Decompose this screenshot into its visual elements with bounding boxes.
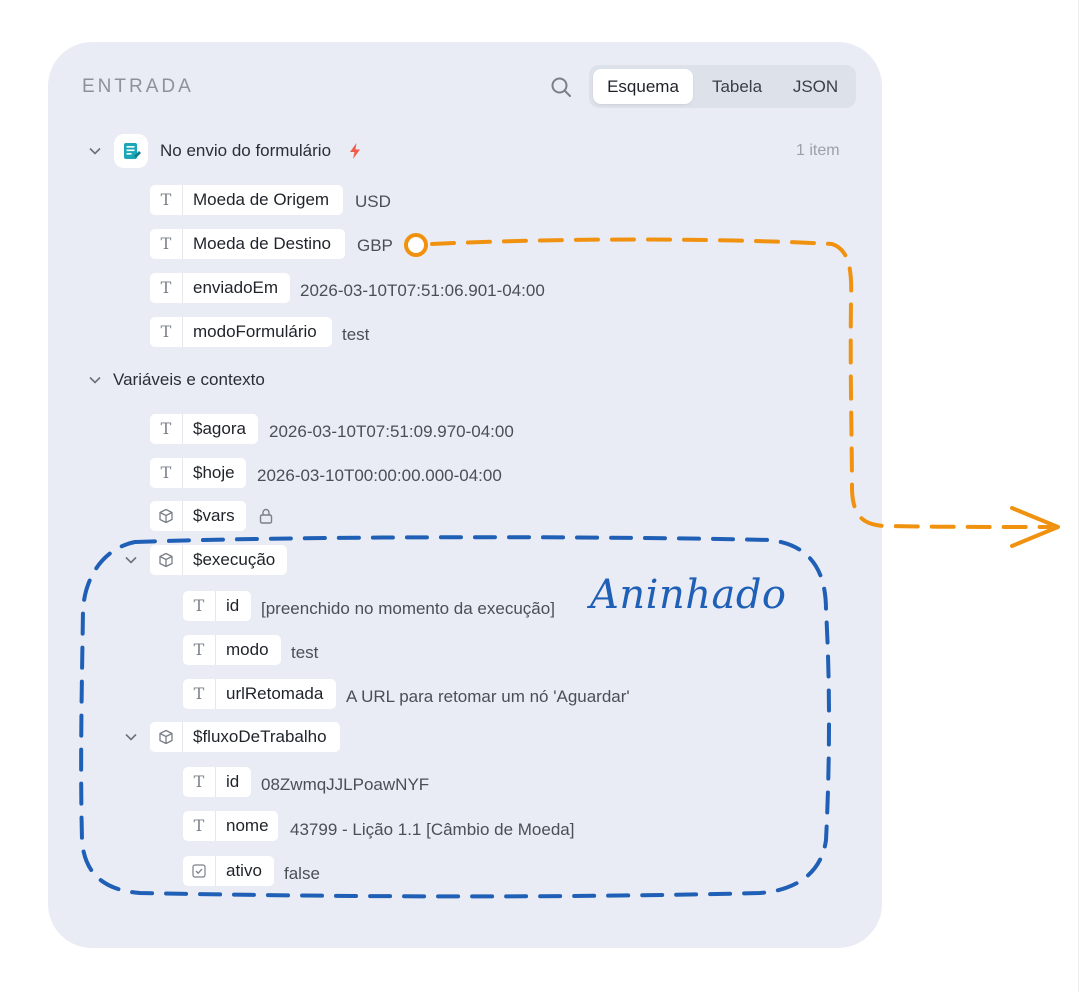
field-name: urlRetomada	[226, 684, 324, 703]
field-value: USD	[355, 192, 391, 211]
text-type-icon: T	[150, 185, 183, 215]
field-name: id	[226, 596, 240, 615]
field-name: ativo	[226, 861, 262, 880]
tab-tabela[interactable]: Tabela	[711, 77, 763, 96]
field-name: nome	[226, 816, 269, 835]
field-value: GBP	[357, 236, 393, 255]
text-type-icon: T	[183, 591, 216, 621]
field-name: $fluxoDeTrabalho	[193, 727, 327, 746]
field-value: 2026-03-10T07:51:06.901-04:00	[300, 281, 545, 300]
field-name: modo	[226, 640, 269, 659]
tab-json[interactable]: JSON	[792, 77, 839, 96]
cube-icon	[150, 722, 183, 752]
search-icon[interactable]	[550, 76, 572, 98]
field-value: 08ZwmqJJLPoawNYF	[261, 775, 430, 794]
field-agora[interactable]: T $agora	[150, 414, 258, 444]
field-value: test	[291, 643, 319, 662]
field-name: $vars	[193, 506, 235, 525]
field-name: Moeda de Destino	[193, 234, 331, 253]
field-vars[interactable]: $vars	[150, 501, 246, 531]
chevron-down-icon[interactable]	[88, 373, 102, 387]
field-name: Moeda de Origem	[193, 190, 330, 209]
field-moeda-destino[interactable]: T Moeda de Destino	[150, 229, 345, 259]
field-fluxo-id[interactable]: T id	[183, 767, 251, 797]
field-name: $hoje	[193, 463, 235, 482]
text-type-icon: T	[183, 679, 216, 709]
field-name: enviadoEm	[193, 278, 279, 297]
chevron-down-icon[interactable]	[124, 730, 138, 744]
lightning-icon	[348, 143, 362, 159]
field-execucao-modo[interactable]: T modo	[183, 635, 281, 665]
field-enviado-em[interactable]: T enviadoEm	[150, 273, 290, 303]
field-value: 43799 - Lição 1.1 [Câmbio de Moeda]	[290, 820, 575, 839]
cube-icon	[150, 545, 183, 575]
text-type-icon: T	[150, 229, 183, 259]
field-value: false	[284, 864, 320, 883]
field-execucao[interactable]: $execução	[150, 545, 287, 575]
field-fluxo-nome[interactable]: T nome	[183, 811, 278, 841]
text-type-icon: T	[150, 414, 183, 444]
field-moeda-origem[interactable]: T Moeda de Origem	[150, 185, 343, 215]
lock-icon	[259, 508, 273, 524]
field-value: [preenchido no momento da execução]	[261, 599, 555, 618]
text-type-icon: T	[183, 635, 216, 665]
text-type-icon: T	[183, 811, 216, 841]
context-title: Variáveis e contexto	[113, 370, 265, 389]
field-name: $agora	[193, 419, 246, 438]
field-execucao-url-retomada[interactable]: T urlRetomada	[183, 679, 336, 709]
field-value: 2026-03-10T07:51:09.970-04:00	[269, 422, 514, 441]
field-fluxo-de-trabalho[interactable]: $fluxoDeTrabalho	[150, 722, 340, 752]
tab-esquema[interactable]: Esquema	[593, 69, 693, 104]
text-type-icon: T	[183, 767, 216, 797]
field-execucao-id[interactable]: T id	[183, 591, 251, 621]
text-type-icon: T	[150, 458, 183, 488]
arrow-head-icon	[1010, 506, 1060, 548]
checkbox-icon	[183, 856, 216, 886]
chevron-down-icon[interactable]	[124, 553, 138, 567]
chevron-down-icon[interactable]	[88, 144, 102, 158]
text-type-icon: T	[150, 273, 183, 303]
text-type-icon: T	[150, 317, 183, 347]
field-name: modoFormulário	[193, 322, 317, 341]
field-name: $execução	[193, 550, 276, 569]
view-tabs: Esquema Tabela JSON	[589, 65, 856, 108]
field-name: id	[226, 772, 240, 791]
cube-icon	[150, 501, 183, 531]
form-icon	[114, 134, 148, 168]
field-modo-formulario[interactable]: T modoFormulário	[150, 317, 332, 347]
field-value: A URL para retomar um nó 'Aguardar'	[346, 687, 630, 706]
panel-title: ENTRADA	[82, 76, 194, 97]
trigger-title: No envio do formulário	[160, 141, 332, 160]
input-panel	[48, 42, 882, 948]
field-fluxo-ativo[interactable]: ativo	[183, 856, 274, 886]
item-count: 1 item	[796, 142, 840, 159]
window-edge	[1078, 0, 1079, 992]
field-value: 2026-03-10T00:00:00.000-04:00	[257, 466, 502, 485]
nested-annotation-label: Aninhado	[590, 572, 787, 618]
field-hoje[interactable]: T $hoje	[150, 458, 246, 488]
field-value: test	[342, 325, 370, 344]
